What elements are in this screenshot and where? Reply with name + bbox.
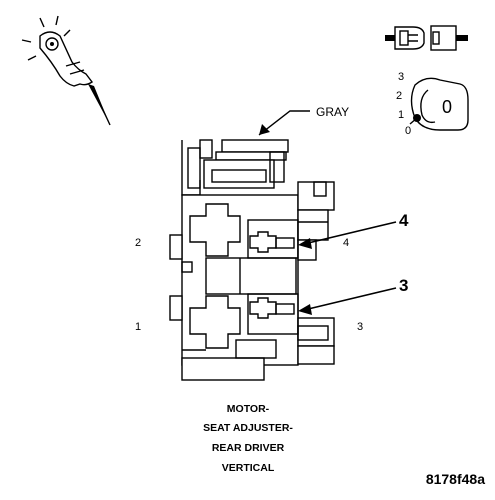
switch-knob-label: 0 bbox=[442, 97, 452, 117]
title-line-2: SEAT ADJUSTER- bbox=[203, 422, 293, 434]
pin-label-4: 4 bbox=[343, 237, 349, 249]
switch-position-0: 0 bbox=[405, 125, 411, 137]
figure-id: 8178f48a bbox=[426, 471, 485, 487]
title-line-3: REAR DRIVER bbox=[212, 442, 285, 454]
test-probe-icon bbox=[21, 15, 111, 126]
callout-label-4: 4 bbox=[399, 211, 409, 230]
ignition-key-icon bbox=[385, 25, 468, 51]
pin-label-2: 2 bbox=[135, 237, 141, 249]
callout-label-3: 3 bbox=[399, 276, 408, 295]
callout-arrow-4 bbox=[298, 221, 397, 249]
wire-color-label: GRAY bbox=[316, 105, 349, 119]
diagram-title: MOTOR- SEAT ADJUSTER- REAR DRIVER VERTIC… bbox=[203, 403, 293, 474]
ignition-switch-icon: 3 2 1 0 0 bbox=[396, 71, 469, 137]
title-line-1: MOTOR- bbox=[227, 403, 270, 415]
callout-arrow-3 bbox=[298, 287, 397, 315]
switch-position-2: 2 bbox=[396, 90, 402, 102]
pin-label-3: 3 bbox=[357, 321, 363, 333]
pin-label-1: 1 bbox=[135, 321, 141, 333]
title-line-4: VERTICAL bbox=[222, 462, 275, 474]
switch-position-3: 3 bbox=[398, 71, 404, 83]
gray-leader-arrow bbox=[258, 110, 310, 136]
connector-housing bbox=[169, 139, 335, 381]
switch-position-1: 1 bbox=[398, 109, 404, 121]
